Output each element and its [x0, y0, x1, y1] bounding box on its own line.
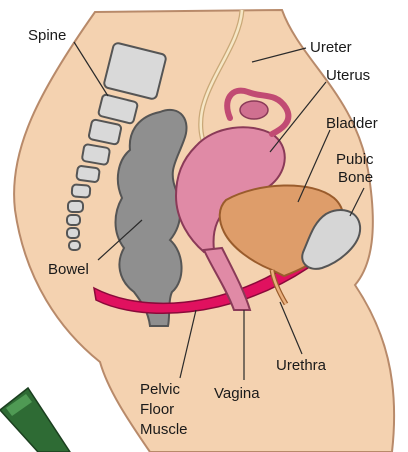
label-pubic-bone-line1: Pubic — [336, 151, 374, 168]
label-pelvic-floor-line2: Floor — [140, 401, 174, 418]
vertebra — [67, 228, 79, 238]
label-spine: Spine — [28, 27, 66, 44]
vertebra — [69, 241, 80, 250]
label-ureter: Ureter — [310, 39, 352, 56]
vertebra — [68, 201, 83, 212]
label-vagina: Vagina — [214, 385, 260, 402]
label-pubic-bone-line2: Bone — [338, 169, 373, 186]
label-pelvic-floor-line1: Pelvic — [140, 381, 181, 398]
label-uterus: Uterus — [326, 67, 370, 84]
vertebra — [72, 184, 91, 197]
vertebra — [67, 215, 80, 225]
device — [0, 388, 70, 452]
label-bladder: Bladder — [326, 115, 378, 132]
ovary — [240, 101, 268, 119]
label-bowel: Bowel — [48, 261, 89, 278]
vertebra — [82, 144, 111, 165]
label-urethra: Urethra — [276, 357, 327, 374]
vertebra — [76, 166, 100, 183]
label-pelvic-floor-line3: Muscle — [140, 421, 188, 438]
